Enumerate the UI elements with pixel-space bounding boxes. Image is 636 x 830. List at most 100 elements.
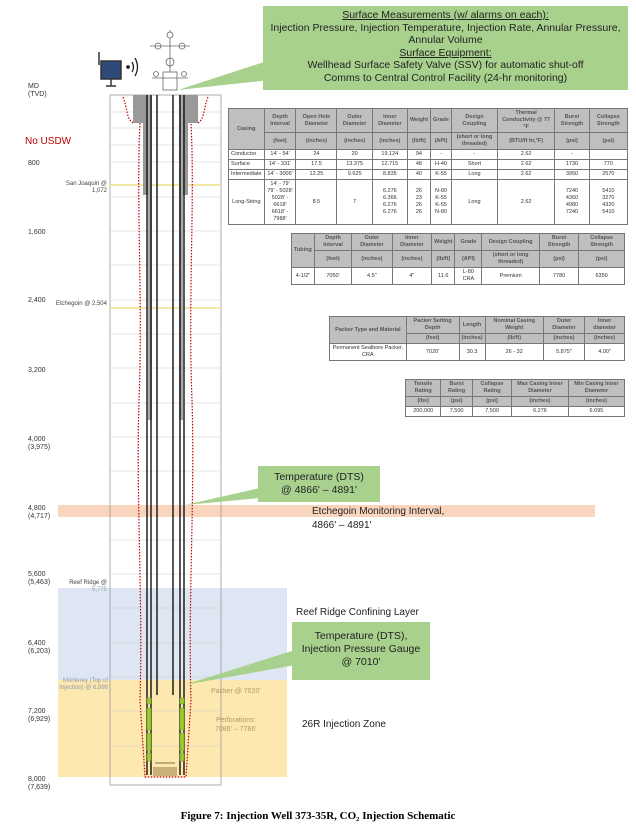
table-cell: 2.62 (496, 159, 556, 170)
table-cell: 30.3 (458, 343, 486, 361)
surface-measurements-text: Injection Pressure, Injection Temperatur… (270, 21, 621, 47)
monterey-label: Monterey (Top of Injection) @ 6,899 (59, 678, 108, 691)
table-header-cell: Design Coupling (450, 108, 498, 133)
etchegoin-monitor-label: Etchegoin Monitoring Interval,4866' – 48… (312, 505, 444, 533)
table-header-cell: (psi) (578, 250, 625, 268)
table-header-cell: Min Casing Inner Diameter (567, 379, 626, 397)
table-header-cell: Weight (406, 108, 432, 133)
table-header-cell: (API) (454, 250, 483, 268)
table-header-cell: (psi) (471, 396, 513, 407)
table-header-cell: (short or long threaded) (450, 132, 498, 150)
table-cell: Long (450, 169, 498, 180)
table-cell: 12.25 (295, 169, 338, 180)
table-cell: 17.5 (295, 159, 338, 170)
table-header-cell: Inner diameter (584, 316, 625, 334)
table-header-cell: (inches) (391, 250, 433, 268)
table-cell: Premium (481, 267, 540, 285)
table-header-cell: Inner Diameter (391, 233, 433, 251)
table-header-cell: (lb/ft) (484, 333, 544, 344)
table-header-cell: (inches) (458, 333, 486, 344)
table-cell: Long (450, 179, 498, 225)
cell-line: 26 (415, 209, 422, 215)
table-row: (feet)(inches)(inches)(lb/ft)(API)(short… (292, 250, 625, 268)
table-header-cell: Depth Interval (263, 108, 297, 133)
table-cell: 6.276 (511, 406, 569, 417)
table-header-cell: Max Casing Inner Diameter (511, 379, 569, 397)
etchegoin-monitor-range: 4866' – 4891' (312, 520, 372, 531)
table-row: (feet)(inches)(lb/ft)(inches)(inches) (330, 333, 625, 344)
table-cell: 770 (588, 159, 629, 170)
table-cell: 94 (406, 149, 432, 160)
etchegoin-label: Etchegoin @ 2,504 (55, 301, 107, 307)
table-cell: 48 (406, 159, 432, 170)
table-cell: 9.625 (336, 169, 373, 180)
gauge-line3: @ 7010' (341, 656, 381, 668)
table-header-cell: Outer Diameter (336, 108, 373, 133)
cell-line: 4360 (565, 195, 579, 201)
table-header-cell: Open Hole Diameter (295, 108, 338, 133)
table-header-cell: Depth Interval (313, 233, 353, 251)
md-value: 6,400 (28, 640, 46, 647)
table-header-cell: Outer Diameter (351, 233, 393, 251)
table-cell: 24 (295, 149, 338, 160)
reef-ridge-label: Reef Ridge @5,775 (60, 580, 107, 594)
table-header-cell: (feet) (405, 333, 460, 344)
perf-range: 7086' – 7766' (215, 726, 257, 733)
cell-line: 26 (415, 188, 422, 194)
table-cell: 11.6 (431, 267, 456, 285)
table-header-cell: (lb/ft) (431, 250, 456, 268)
table-cell: H-40 (430, 159, 452, 170)
table-cell: 7020' (405, 343, 460, 361)
table-header-cell: Collapse Strength (588, 108, 629, 133)
table-cell: 2570 (588, 169, 629, 180)
table-cell: 7 (336, 179, 373, 225)
cell-line: 79' - 5028' (267, 188, 293, 194)
table-cell: 14' - 3006' (263, 169, 297, 180)
depth-tick: 8,000(7,639) (28, 776, 50, 792)
table-cell: 6350 (578, 267, 625, 285)
wireless-signal-icon (126, 57, 139, 77)
packer-label: Packer @ 7020' (211, 688, 261, 695)
table-cell: Permanent Sealbore Packer, CRA (329, 343, 407, 361)
depth-tick: 7,200(6,929) (28, 708, 50, 724)
table-header-cell: (psi) (440, 396, 473, 407)
tvd-value: (5,463) (28, 579, 51, 586)
table-cell: 7,500 (440, 406, 473, 417)
table-header-cell: Burst Strength (554, 108, 590, 133)
table-cell: 4.00" (584, 343, 625, 361)
md-value: 5,600 (28, 571, 46, 578)
cell-line: 4980 (565, 202, 579, 208)
table-cell: 7,500 (471, 406, 513, 417)
tvd-value: (6,203) (28, 648, 51, 655)
table-header-cell: Tensile Rating (404, 379, 442, 397)
cell-line: 6618' - 7988' (271, 209, 289, 222)
table-cell: 5.875" (542, 343, 586, 361)
table-cell: 26 - 32 (484, 343, 544, 361)
table-cell: 2.62 (496, 169, 556, 180)
dts-line1: Temperature (DTS) (274, 471, 364, 483)
table-header-cell: Packer Setting Depth (405, 316, 460, 334)
table-cell: 19.124 (371, 149, 408, 160)
gauge-line2: Injection Pressure Gauge (301, 643, 421, 655)
table-header-cell: Design Coupling (481, 233, 540, 251)
table-cell: L-80 CRA (454, 267, 483, 285)
gauge-callout: Temperature (DTS),Injection Pressure Gau… (292, 622, 430, 680)
perf-title: Perforations: (215, 717, 256, 724)
table-header-cell: (BTU/ft hr,°F) (496, 132, 556, 150)
cell-line: 3270 (602, 195, 615, 201)
cell-line: 5028' - 6618' (271, 195, 289, 208)
cell-line: 5410 (602, 209, 615, 215)
table-header-cell: (inches) (371, 132, 408, 150)
table-header-cell: Thermal Conductivity @ 77 °F (496, 108, 556, 133)
san-joaquin-label: San Joaquin @ 1,072 (65, 181, 107, 194)
tvd-value: (6,929) (28, 716, 51, 723)
table-cell: - (554, 149, 590, 160)
